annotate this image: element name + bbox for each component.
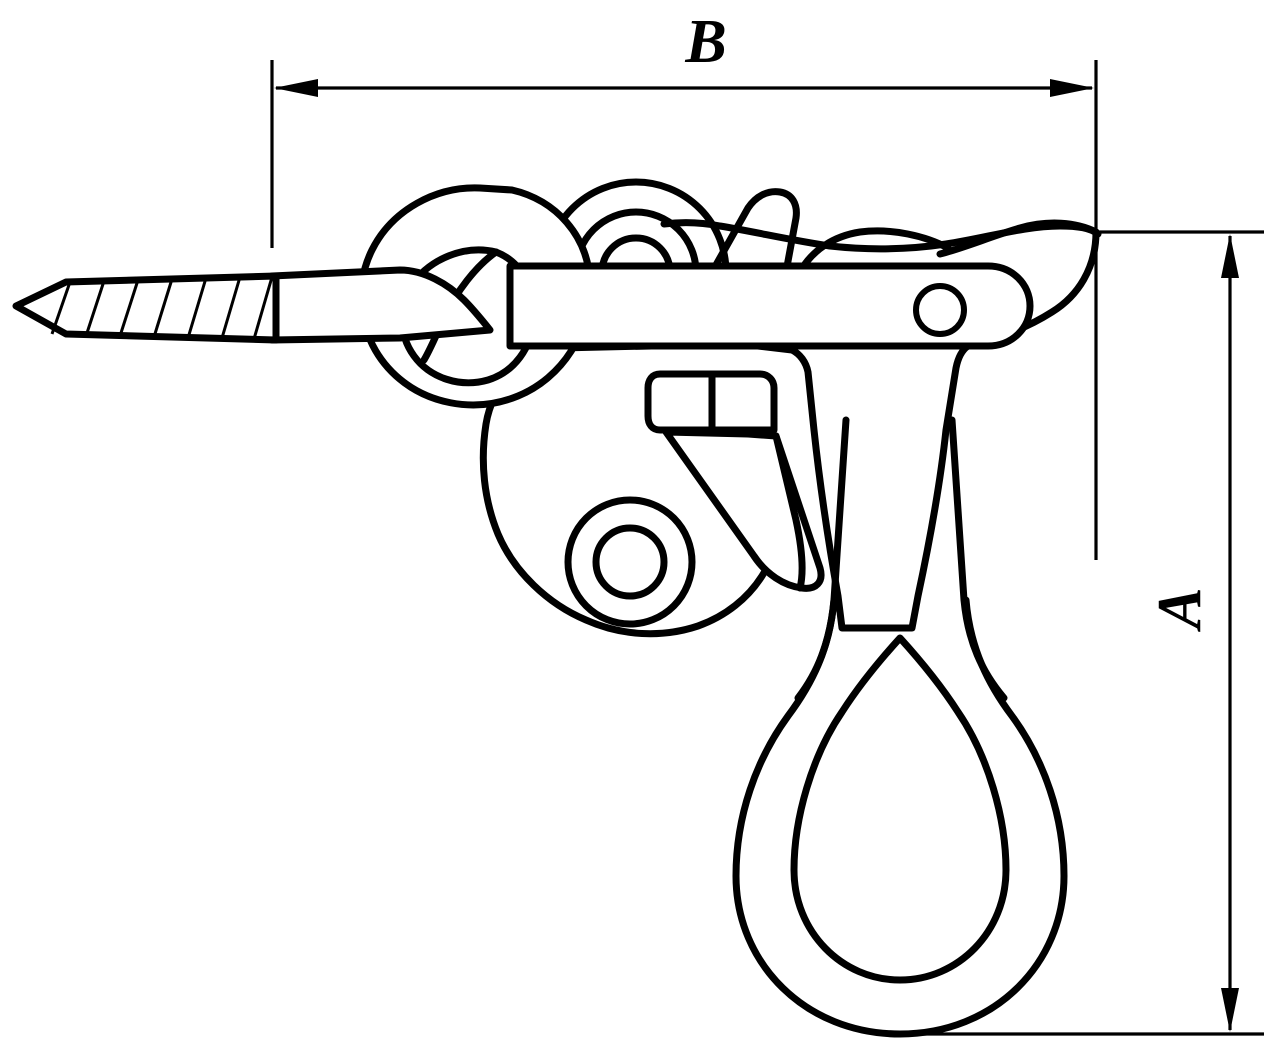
body-shoulder-line-left — [660, 219, 834, 250]
body-shoulder-line — [826, 222, 1102, 253]
central-block-outline — [644, 370, 778, 434]
dimension-b-arrow-left — [274, 79, 318, 97]
wood-screw-thread — [12, 272, 280, 344]
upper-pawl-outline — [708, 188, 800, 276]
dimension-a-arrow-bottom — [1221, 988, 1239, 1032]
thread-line-1 — [50, 281, 72, 335]
dimension-a-label: A — [1146, 587, 1214, 632]
thread-line-6 — [220, 276, 242, 339]
screw-shank-body — [268, 266, 494, 344]
dimension-b: B — [270, 8, 1098, 560]
release-lever — [662, 428, 825, 592]
horizontal-pull-bar — [506, 262, 1034, 350]
dimension-a-arrow-top — [1221, 234, 1239, 278]
lower-pulley-wheel — [564, 496, 696, 628]
thread-line-4 — [152, 278, 174, 338]
dimension-b-arrow-right — [1050, 79, 1094, 97]
dimension-b-label: B — [684, 8, 726, 76]
thread-line-5 — [186, 277, 208, 339]
central-block — [644, 370, 778, 434]
pull-bar-body — [506, 262, 1034, 350]
pear-ring-handle — [732, 596, 1068, 1038]
thread-line-3 — [118, 279, 140, 337]
lower-pulley-outer — [564, 496, 696, 628]
pin-hole — [913, 283, 967, 337]
screw-shank — [268, 266, 494, 344]
screw-thread-body — [12, 272, 280, 344]
thread-line-7 — [252, 276, 274, 340]
pear-ring-outer — [732, 596, 1068, 1038]
dimension-a: A — [900, 230, 1264, 1036]
release-lever-edge — [772, 432, 806, 592]
pear-ring-inner — [790, 634, 1010, 984]
upper-pawl — [708, 188, 952, 276]
body-top-shoulder — [660, 219, 1102, 253]
lower-pulley-hub — [592, 524, 668, 600]
thread-line-2 — [84, 280, 106, 337]
upper-pawl-secondary — [796, 227, 952, 276]
